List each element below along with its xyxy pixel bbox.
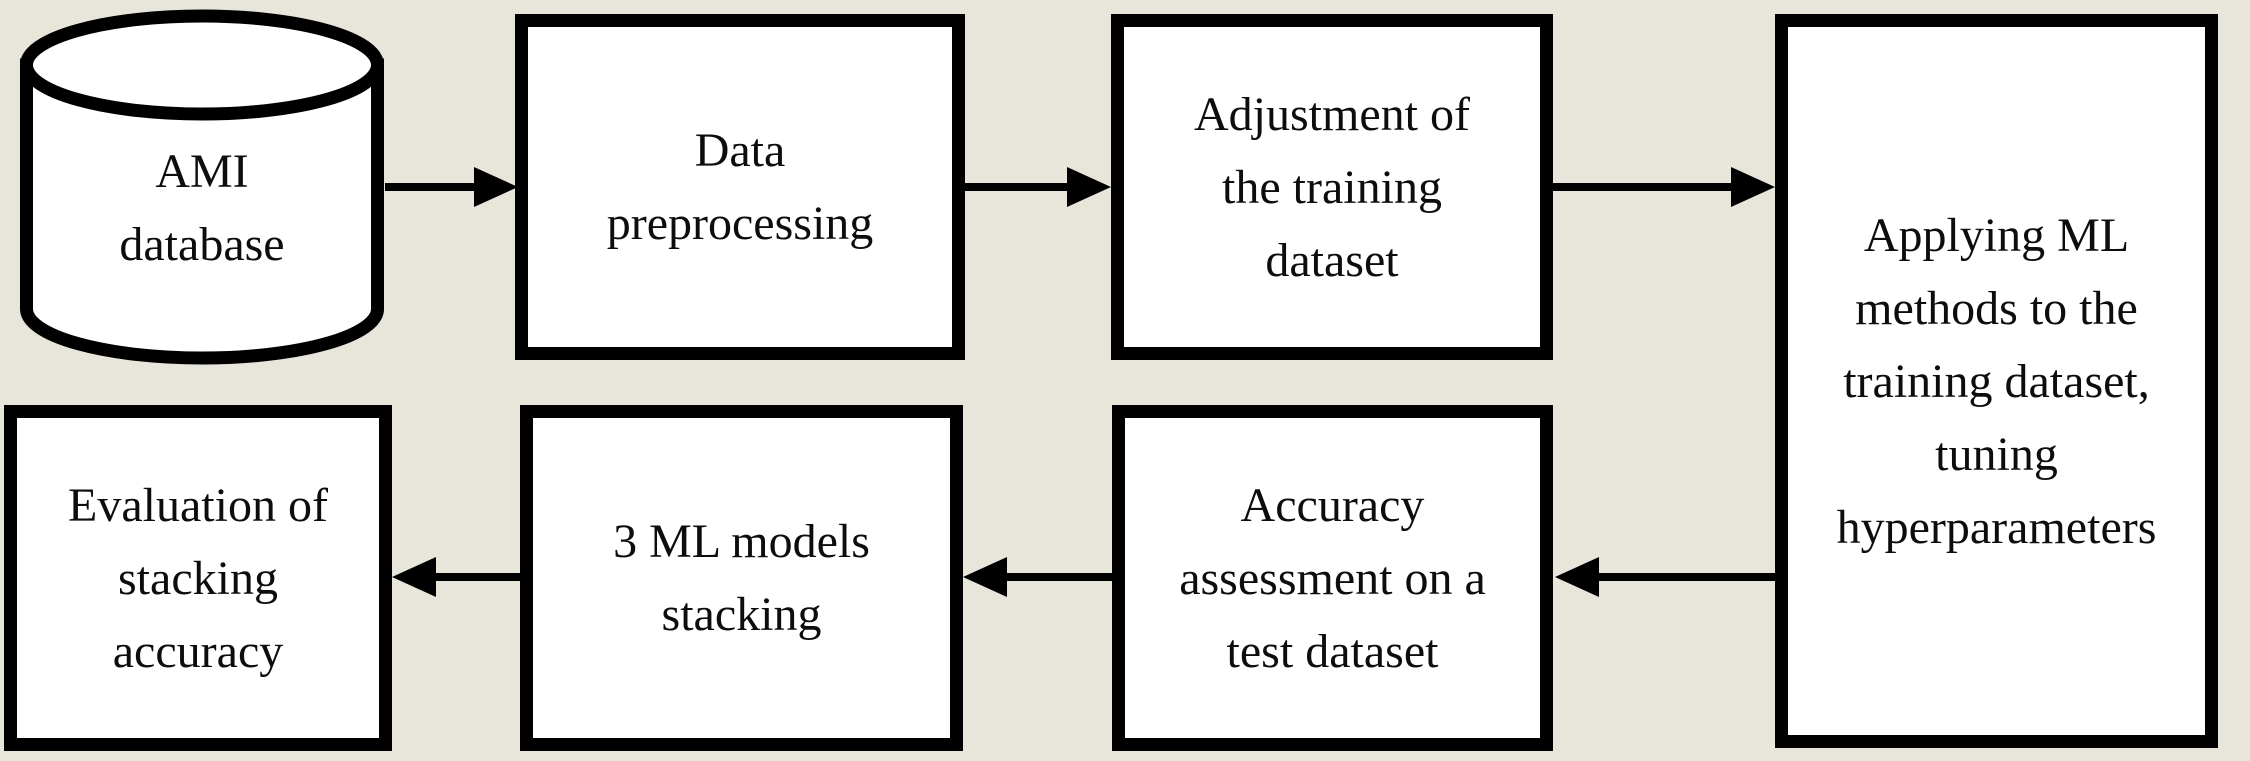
arrow-stacking-to-evaluation	[392, 557, 520, 597]
node-adjustment-training-dataset: Adjustment of the training dataset	[1111, 14, 1553, 360]
node-accuracy-assessment: Accuracy assessment on a test dataset	[1112, 405, 1553, 751]
arrow-head-left-icon	[1555, 557, 1599, 597]
database-cylinder-icon	[20, 9, 384, 365]
arrow-assessment-to-stacking	[963, 557, 1112, 597]
node-evaluation-stacking-accuracy: Evaluation of stacking accuracy	[4, 405, 392, 751]
arrow-head-right-icon	[474, 167, 518, 207]
node-ami-database: AMI database	[20, 4, 384, 370]
arrow-shaft	[963, 183, 1067, 191]
arrow-head-left-icon	[963, 557, 1007, 597]
node-ami-database-label: AMI database	[119, 145, 285, 271]
arrow-head-right-icon	[1067, 167, 1111, 207]
node-evaluation-stacking-accuracy-label: Evaluation of stacking accuracy	[68, 478, 328, 678]
arrow-shaft	[1551, 183, 1731, 191]
arrow-shaft	[1599, 573, 1775, 581]
node-accuracy-assessment-label: Accuracy assessment on a test dataset	[1179, 478, 1486, 678]
arrow-adjustment-to-applying	[1551, 167, 1775, 207]
node-data-preprocessing-label: Data preprocessing	[606, 124, 874, 250]
arrow-preprocessing-to-adjustment	[963, 167, 1111, 207]
node-data-preprocessing: Data preprocessing	[515, 14, 965, 360]
arrow-shaft	[436, 573, 520, 581]
arrow-database-to-preprocessing	[385, 167, 518, 207]
arrow-applying-to-assessment	[1555, 557, 1775, 597]
node-applying-ml-methods: Applying ML methods to the training data…	[1775, 14, 2218, 748]
arrow-head-left-icon	[392, 557, 436, 597]
node-3-ml-models-stacking-label: 3 ML models stacking	[613, 515, 870, 641]
arrow-shaft	[1007, 573, 1112, 581]
arrow-shaft	[385, 183, 474, 191]
node-applying-ml-methods-label: Applying ML methods to the training data…	[1836, 208, 2157, 554]
node-3-ml-models-stacking: 3 ML models stacking	[520, 405, 963, 751]
arrow-head-right-icon	[1731, 167, 1775, 207]
node-adjustment-training-dataset-label: Adjustment of the training dataset	[1194, 87, 1470, 287]
